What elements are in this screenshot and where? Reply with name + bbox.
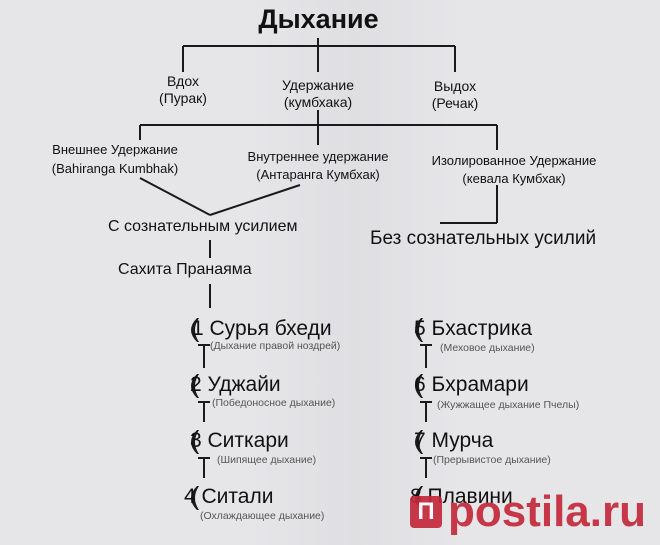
technique-5-desc: (Меховое дыхание) <box>440 342 535 354</box>
watermark-text: postila.ru <box>447 487 646 536</box>
bracket-right-7 <box>415 430 423 454</box>
technique-1-title: 1 Сурья бхеди <box>192 317 332 340</box>
technique-6-desc: (Жужжащее дыхание Пчелы) <box>437 399 580 411</box>
technique-4-title: 4 Ситали <box>184 485 274 508</box>
node-izolirovannoe-sub: (кевала Кумбхак) <box>462 171 566 186</box>
node-vdoh-sub: (Пурак) <box>159 90 207 106</box>
technique-1-desc: (Дыхание правой ноздрей) <box>210 340 341 352</box>
root-node: Дыхание <box>258 4 379 34</box>
node-vdoh: Вдох <box>167 73 199 89</box>
watermark: П postila.ru <box>409 487 646 537</box>
technique-6-title: 6 Бхрамари <box>414 373 529 396</box>
node-izolirovannoe: Изолированное Удержание <box>431 153 597 168</box>
node-vneshnee: Внешнее Удержание <box>52 142 178 157</box>
technique-7-desc: (Прерывистое дыхание) <box>433 454 551 466</box>
bracket-left-1 <box>191 318 199 342</box>
technique-2-title: 2 Уджайи <box>190 373 281 396</box>
node-vydoh: Выдох <box>433 78 477 94</box>
technique-5-title: 5 Бхастрика <box>414 317 533 340</box>
node-uderzhanie: Удержание <box>281 77 355 93</box>
bracket-left-3 <box>191 430 199 454</box>
node-vnutrennee-sub: (Антаранга Кумбхак) <box>256 167 380 182</box>
technique-3-title: 3 Ситкари <box>190 429 289 452</box>
background-figure <box>245 0 465 545</box>
node-uderzhanie-sub: (кумбхака) <box>283 94 353 110</box>
node-vneshnee-sub: (Bahiranga Kumbhak) <box>51 161 179 176</box>
technique-4-desc: (Охлаждающее дыхание) <box>200 510 325 522</box>
watermark-logo-icon: П <box>409 496 442 528</box>
connector-vnutrennee-effort <box>209 184 301 216</box>
node-no-effort: Без сознательных усилий <box>370 228 597 249</box>
node-effort: С сознательным усилием <box>108 218 298 235</box>
bracket-left-4 <box>191 486 199 510</box>
technique-2-desc: (Победоносное дыхание) <box>212 397 336 409</box>
bracket-right-5 <box>415 318 423 342</box>
node-vydoh-sub: (Речак) <box>431 95 479 111</box>
connector-vneshnee-effort <box>139 177 211 216</box>
node-sahita: Сахита Пранаяма <box>118 261 252 278</box>
bracket-right-6 <box>415 374 423 398</box>
technique-3-desc: (Шипящее дыхание) <box>217 454 317 466</box>
node-vnutrennee: Внутреннее удержание <box>247 149 389 164</box>
bracket-left-2 <box>191 374 199 398</box>
technique-7-title: 7 Мурча <box>414 429 494 452</box>
